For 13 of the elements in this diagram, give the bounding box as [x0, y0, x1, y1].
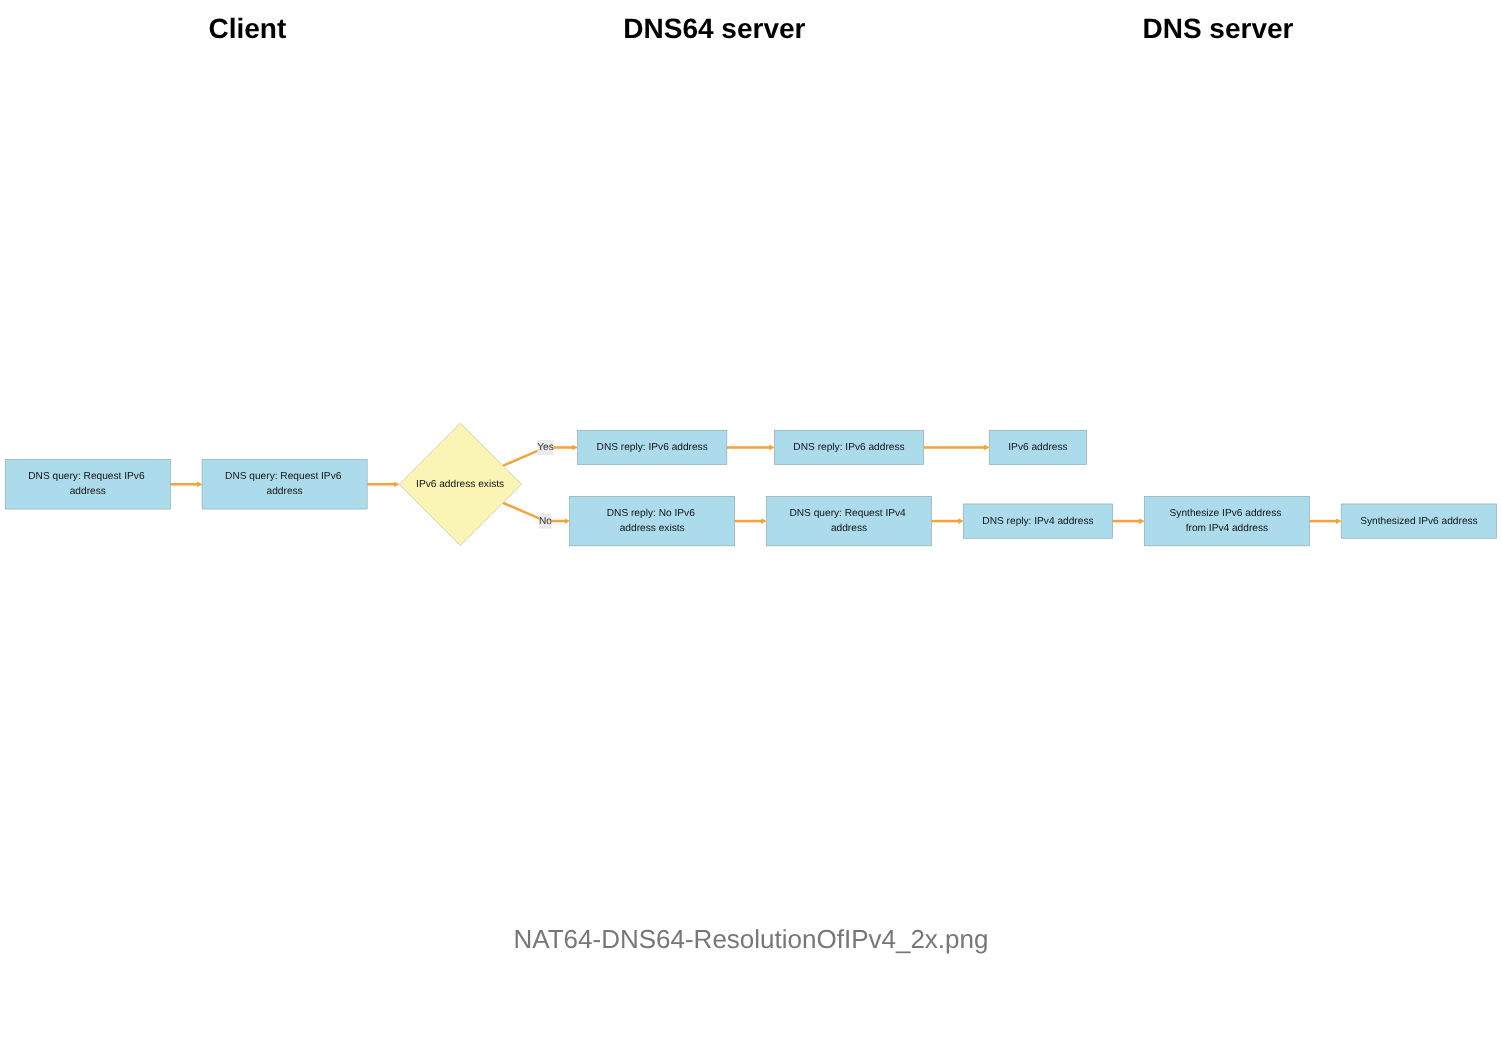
column-heading: DNS server — [1142, 12, 1294, 44]
arrow — [923, 444, 990, 450]
arrow — [502, 501, 570, 524]
arrow — [170, 481, 203, 487]
column-heading: Client — [208, 12, 287, 44]
caption: NAT64-DNS64-ResolutionOfIPv4_2x.png — [513, 924, 989, 954]
column-heading: DNS64 server — [623, 12, 806, 44]
arrow — [1309, 517, 1342, 524]
arrow — [734, 517, 767, 524]
arrow — [726, 444, 775, 450]
arrow — [931, 517, 964, 524]
arrow — [1112, 517, 1145, 524]
arrow — [367, 481, 400, 487]
